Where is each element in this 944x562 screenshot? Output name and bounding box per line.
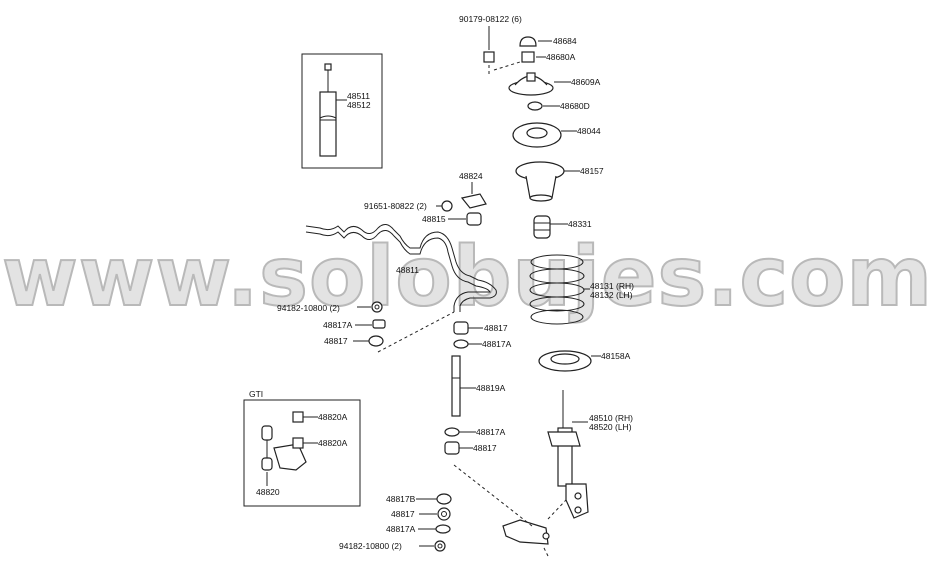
cushion-48817b-icon [436, 493, 452, 505]
label-94182-10800-a: 94182-10800 (2) [277, 303, 340, 313]
dust-cap-icon [519, 36, 537, 47]
label-48680a: 48680A [546, 52, 576, 62]
cushion-48817a-c-icon [444, 427, 460, 437]
label-48684: 48684 [553, 36, 577, 46]
label-48824: 48824 [459, 171, 483, 181]
label-48820: 48820 [256, 487, 280, 497]
label-48157: 48157 [580, 166, 604, 176]
spring-insulator-icon [515, 161, 565, 202]
washer-48680d-icon [527, 101, 543, 111]
nut-48680a-icon [521, 51, 535, 63]
label-48815: 48815 [422, 214, 446, 224]
label-48512: 48512 [347, 100, 371, 110]
nut-48820a-a-icon [292, 411, 304, 423]
label-48817-b: 48817 [484, 323, 508, 333]
label-48817a-c: 48817A [476, 427, 506, 437]
label-48680d: 48680D [560, 101, 590, 111]
stabilizer-bar-icon [305, 224, 497, 312]
label-48132-lh: 48132 (LH) [590, 290, 633, 300]
label-48817a-b: 48817A [482, 339, 512, 349]
label-48820a-a: 48820A [318, 412, 348, 422]
cushion-48817-c-icon [444, 441, 460, 455]
label-48817-a: 48817 [324, 336, 348, 346]
cushion-48817-d-icon [437, 507, 451, 521]
link-bracket-icon [261, 425, 307, 471]
label-91651-80822: 91651-80822 (2) [364, 201, 427, 211]
cushion-48817a-a-icon [372, 319, 386, 329]
bracket-48824-icon [460, 193, 487, 209]
label-48131-rh: 48131 (RH) [590, 281, 634, 291]
bolt-91651-icon [441, 200, 453, 212]
gti-inset: GTI 48820A 48820A 48820 [243, 389, 361, 507]
link-rod-48819a-icon [451, 355, 461, 417]
label-48811: 48811 [396, 265, 419, 275]
cushion-48817a-b-icon [453, 339, 469, 349]
coil-spring-icon [529, 254, 585, 325]
label-48819a: 48819A [476, 383, 506, 393]
label-48520-lh: 48520 (LH) [589, 422, 632, 432]
bushing-48815-icon [466, 212, 482, 226]
label-48510-rh: 48510 (RH) [589, 413, 633, 423]
strut-support-icon [508, 72, 554, 96]
label-48817-c: 48817 [473, 443, 497, 453]
label-48817a-a: 48817A [323, 320, 353, 330]
cushion-48817-a-icon [368, 335, 384, 347]
label-48331: 48331 [568, 219, 592, 229]
label-48820a-b: 48820A [318, 438, 348, 448]
cushion-48817a-d-icon [435, 524, 451, 534]
bump-stop-icon [533, 215, 551, 239]
strut-assembly-icon [547, 390, 589, 519]
nut-icon [483, 51, 495, 63]
knuckle-bracket-icon [502, 519, 550, 545]
label-48817-d: 48817 [391, 509, 415, 519]
label-90179-08122: 90179-08122 (6) [459, 14, 522, 24]
gti-inset-title: GTI [249, 389, 263, 399]
label-48817a-d: 48817A [386, 524, 416, 534]
label-48511: 48511 [347, 91, 370, 101]
nut-94182-a-icon [371, 301, 383, 313]
lower-insulator-icon [538, 350, 592, 372]
label-48817b: 48817B [386, 494, 416, 504]
cushion-48817-b-icon [453, 321, 469, 335]
label-48158a: 48158A [601, 351, 631, 361]
nut-94182-b-icon [434, 540, 446, 552]
label-94182-10800-b: 94182-10800 (2) [339, 541, 402, 551]
nut-48820a-b-icon [292, 437, 304, 449]
shock-absorber-icon [319, 63, 337, 157]
watermark-text: www.solobujes.com [2, 230, 933, 325]
label-48609a: 48609A [571, 77, 601, 87]
upper-spring-seat-icon [512, 122, 562, 148]
shock-absorber-inset: 48511 48512 [301, 53, 383, 169]
label-48044: 48044 [577, 126, 601, 136]
